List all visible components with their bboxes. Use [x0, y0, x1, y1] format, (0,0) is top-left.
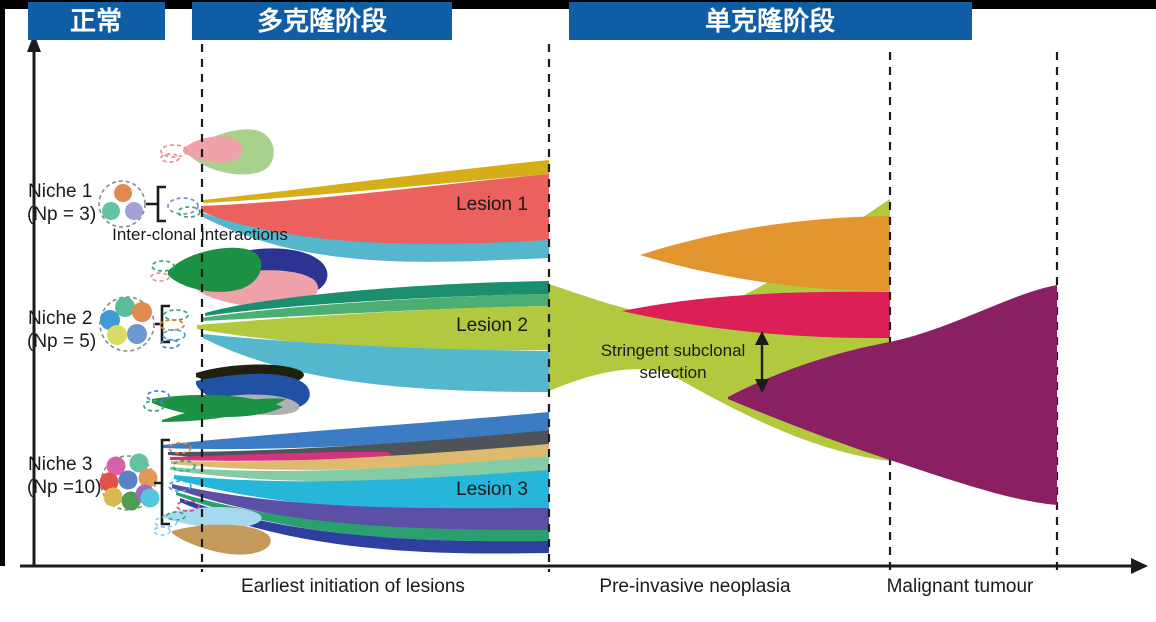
lesion3-purple-stream	[172, 484, 549, 531]
niche1-np: (Np = 3)	[27, 204, 96, 225]
lesion1-gold-stream	[203, 160, 549, 203]
lesion3-blue-stream	[163, 412, 549, 450]
x-axis-label-initiation: Earliest initiation of lesions	[241, 576, 465, 597]
niche2-dot-yellowgreen	[107, 325, 127, 345]
niche3-dot-blue	[118, 470, 138, 490]
niche1-dot-purple	[125, 202, 143, 220]
swirl-icon	[159, 319, 185, 331]
niche2-cluster	[99, 296, 170, 352]
lesion2-lime-stream	[197, 306, 549, 351]
crimson-subclone	[622, 291, 890, 339]
swirl-icon	[167, 197, 199, 215]
niche3-bracket	[154, 438, 170, 526]
swirl-icon	[172, 460, 196, 472]
lesion1-label: Lesion 1	[456, 194, 528, 215]
niche3-dot-orange	[138, 468, 158, 488]
x-axis-label-malignant: Malignant tumour	[887, 576, 1034, 597]
stage-header-normal-box	[28, 2, 165, 40]
niche3-np: (Np =10)	[27, 477, 101, 498]
stage-header-polyclonal-label: 多克隆阶段	[257, 6, 387, 36]
stage-header-polyclonal: 多克隆阶段	[192, 2, 452, 40]
lesion3-label: Lesion 3	[456, 479, 528, 500]
lesion2-cyan-stream	[203, 334, 549, 392]
stage-header-polyclonal-box	[192, 2, 452, 40]
extinct-clone-tan	[172, 524, 271, 555]
lesion2-label: Lesion 2	[456, 315, 528, 336]
niche1-dot-orange	[114, 184, 132, 202]
niche3-dot-teal	[129, 453, 149, 473]
stage-header-monoclonal: 单克隆阶段	[569, 2, 972, 40]
swirl-icon	[168, 480, 192, 492]
swirl-icon	[163, 309, 189, 321]
stage-header-monoclonal-label: 单克隆阶段	[705, 6, 835, 36]
stringent-selection-label-line1: Stringent subclonal	[601, 341, 746, 360]
swirl-icon	[160, 153, 180, 163]
extinct-clone-forest	[168, 247, 262, 292]
lesion3-tan-stream	[171, 444, 549, 470]
lesion1-red-stream	[201, 174, 549, 248]
niche2-np: (Np = 5)	[27, 331, 96, 352]
niche2-dot-steel	[127, 324, 147, 344]
swirl-icon	[154, 516, 178, 528]
interaction-swirls	[143, 144, 201, 536]
swirl-icon	[146, 390, 170, 402]
left-border-bar	[0, 0, 5, 566]
niche3-dot-gold	[103, 487, 123, 507]
malignant-tumour-clone	[728, 285, 1057, 505]
stage-header-monoclonal-box	[569, 2, 972, 40]
swirl-icon	[162, 329, 186, 341]
x-axis-arrowhead-icon	[1131, 558, 1148, 574]
swirl-icon	[160, 339, 180, 349]
niche3-cluster	[99, 438, 170, 526]
stage-header-normal-label: 正常	[70, 6, 122, 36]
lesion3-magenta-stream	[170, 451, 392, 461]
orange-subclone	[640, 216, 890, 292]
swirl-icon	[177, 206, 201, 218]
stage-header-normal: 正常	[28, 2, 165, 40]
lesion3-seafoam-stream	[170, 456, 549, 482]
swirl-icon	[143, 400, 165, 412]
niche1-bracket	[146, 185, 166, 223]
stringent-selection-label-line2: selection	[639, 363, 706, 382]
niche2-dot-orange	[132, 302, 152, 322]
niche2-dot-blue	[100, 310, 120, 330]
niche1-dot-teal	[102, 202, 120, 220]
niche2-name: Niche 2	[28, 308, 92, 329]
niche1-name: Niche 1	[28, 181, 92, 202]
interclonal-interactions-label: Inter-clonal interactions	[112, 225, 288, 244]
niche3-dot-magenta	[106, 456, 126, 476]
y-axis-arrowhead-icon	[27, 34, 41, 52]
swirl-icon	[168, 442, 192, 454]
swirl-icon	[160, 144, 188, 158]
swirl-icon	[151, 260, 175, 272]
niche2-dot-tealgreen	[115, 297, 135, 317]
lesion3-navy-stream	[180, 498, 549, 554]
niche3-dot-red	[99, 472, 119, 492]
swirl-icon	[150, 272, 170, 282]
x-axis-label-preinvasive: Pre-invasive neoplasia	[599, 576, 791, 597]
lesion3-cyan-stream	[174, 470, 549, 511]
extinct-clone-green-ribbon2	[162, 398, 286, 422]
lesion2-green-stream	[201, 294, 549, 321]
extinct-clone-lightblue	[162, 507, 262, 529]
niche3-name: Niche 3	[28, 454, 92, 475]
selection-range-arrow-icon	[755, 331, 769, 393]
swirl-icon	[176, 500, 200, 512]
niche1-cluster	[98, 180, 166, 228]
niche3-dot-cyan	[140, 488, 160, 508]
swirl-icon	[153, 526, 171, 536]
lesion1-cyan-stream	[203, 213, 549, 262]
niche2-bracket	[155, 304, 170, 344]
lesion2-darkteal-stream	[205, 281, 549, 316]
niche3-dot-green	[121, 491, 141, 511]
extinct-clone-pink-top	[183, 136, 243, 163]
